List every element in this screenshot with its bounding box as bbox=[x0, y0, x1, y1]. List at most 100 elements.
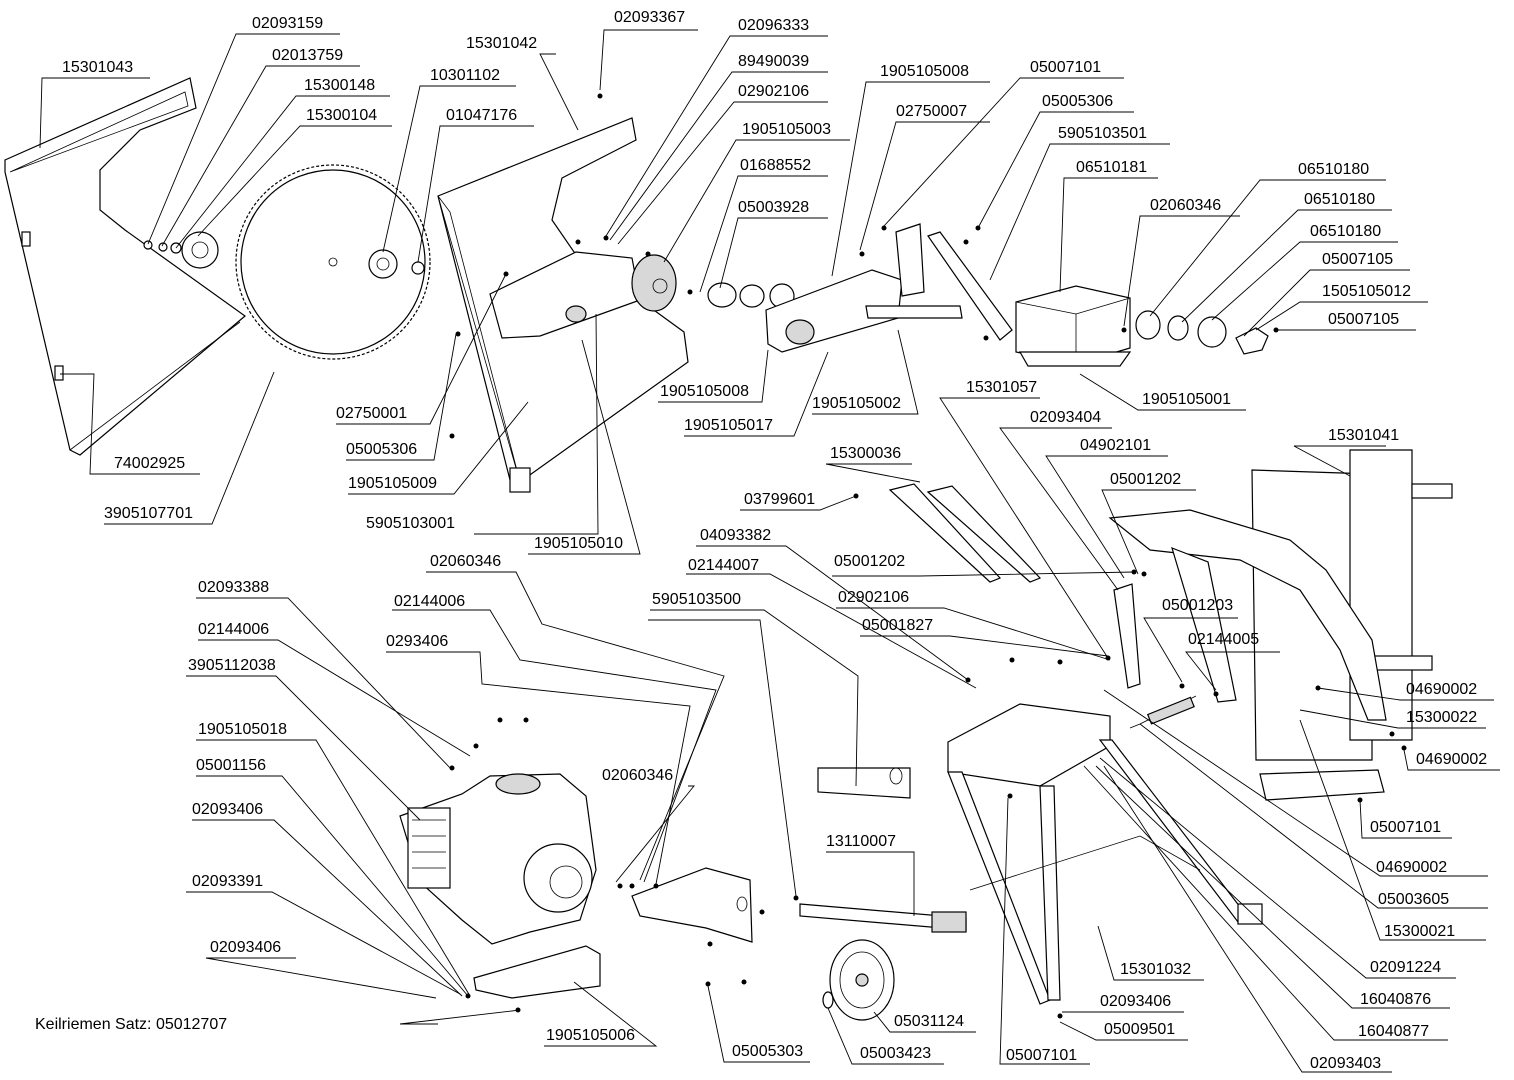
wheel-axle-part bbox=[799, 903, 967, 933]
belt-housing-part bbox=[489, 251, 677, 339]
part-label: 02144005 bbox=[1188, 631, 1259, 648]
part-label: 15301043 bbox=[62, 59, 133, 76]
part-label: 15300104 bbox=[306, 107, 377, 124]
part-label: 89490039 bbox=[738, 53, 809, 70]
part-label: 06510180 bbox=[1310, 223, 1381, 240]
part-label: 13110007 bbox=[826, 833, 896, 850]
part-label: 02902106 bbox=[738, 83, 809, 100]
part-label: 04690002 bbox=[1376, 859, 1447, 876]
part-label: 05001203 bbox=[1162, 597, 1233, 614]
part-label: 5905103001 bbox=[366, 515, 455, 532]
part-label: 02060346 bbox=[1150, 197, 1221, 214]
part-label: 1905105018 bbox=[198, 721, 287, 738]
part-label: 02144007 bbox=[688, 557, 759, 574]
support-arm-part bbox=[927, 231, 1013, 341]
part-label: 06510180 bbox=[1304, 191, 1375, 208]
part-label: 5905103501 bbox=[1058, 125, 1147, 142]
part-label: 05007105 bbox=[1322, 251, 1393, 268]
part-label: 16040876 bbox=[1360, 991, 1431, 1008]
part-label: 1905105006 bbox=[546, 1027, 635, 1044]
part-label: 1505105012 bbox=[1322, 283, 1411, 300]
part-label: 01047176 bbox=[446, 107, 517, 124]
leader-lines bbox=[39, 29, 1500, 1073]
part-label: 1905105001 bbox=[1142, 391, 1231, 408]
part-label: 04690002 bbox=[1416, 751, 1487, 768]
stand-table-part bbox=[947, 703, 1263, 1005]
part-label: 04690002 bbox=[1406, 681, 1477, 698]
arbor-bracket-part bbox=[765, 223, 963, 353]
part-label: 04093382 bbox=[700, 527, 771, 544]
bearing-group-part bbox=[707, 282, 795, 309]
engine-part bbox=[399, 773, 597, 945]
part-label: 15300021 bbox=[1384, 923, 1455, 940]
part-label: 1905105009 bbox=[348, 475, 437, 492]
part-label: 02091224 bbox=[1370, 959, 1441, 976]
lever-arm-part bbox=[1108, 509, 1387, 721]
part-label: 02060346 bbox=[602, 767, 673, 784]
part-label: 06510181 bbox=[1076, 159, 1147, 176]
part-label: 02093159 bbox=[252, 15, 323, 32]
part-label: 05005306 bbox=[346, 441, 417, 458]
part-label: 15300148 bbox=[304, 77, 375, 94]
part-label: 5905103500 bbox=[652, 591, 741, 608]
part-label: 3905112038 bbox=[188, 657, 276, 674]
part-label: 05005303 bbox=[732, 1043, 803, 1060]
part-label: 02096333 bbox=[738, 17, 809, 34]
part-label: 02013759 bbox=[272, 47, 343, 64]
part-label: 02093403 bbox=[1310, 1055, 1381, 1072]
motor-mount-bracket-part bbox=[817, 767, 911, 799]
part-label: 02093404 bbox=[1030, 409, 1101, 426]
part-label: 1905105017 bbox=[684, 417, 773, 434]
part-label: 1905105008 bbox=[880, 63, 969, 80]
part-label: 02750007 bbox=[896, 103, 967, 120]
part-label: 05001156 bbox=[196, 757, 266, 774]
bearing-box-part bbox=[1015, 285, 1132, 367]
part-label: 05001202 bbox=[1110, 471, 1181, 488]
part-label: 02750001 bbox=[336, 405, 407, 422]
part-label: 05007101 bbox=[1006, 1047, 1077, 1064]
part-number-labels: 15301043 02093159 02013759 15300148 1530… bbox=[62, 9, 1487, 1072]
part-label: 0293406 bbox=[386, 633, 448, 650]
part-label: 01688552 bbox=[740, 157, 811, 174]
part-label: 02093406 bbox=[1100, 993, 1171, 1010]
part-label: 1905105010 bbox=[534, 535, 623, 552]
part-label: 05031124 bbox=[894, 1013, 964, 1030]
saw-blade-part bbox=[235, 164, 431, 360]
part-label: 02093391 bbox=[192, 873, 263, 890]
part-label: 05007101 bbox=[1370, 819, 1441, 836]
part-label: 05003928 bbox=[738, 199, 809, 216]
part-label: 06510180 bbox=[1298, 161, 1369, 178]
part-label: 05005306 bbox=[1042, 93, 1113, 110]
part-label: 05007105 bbox=[1328, 311, 1399, 328]
part-label: 05001827 bbox=[862, 617, 933, 634]
part-label: 02144006 bbox=[198, 621, 269, 638]
part-label: 16040877 bbox=[1358, 1023, 1429, 1040]
part-label: 03799601 bbox=[744, 491, 815, 508]
part-label: 1905105002 bbox=[812, 395, 901, 412]
bearing-cover-part bbox=[1135, 310, 1269, 355]
part-label: 05003423 bbox=[860, 1045, 931, 1062]
part-label: 1905105003 bbox=[742, 121, 831, 138]
part-label: 15300036 bbox=[830, 445, 901, 462]
part-label: 05009501 bbox=[1104, 1021, 1175, 1038]
part-label: 02144006 bbox=[394, 593, 465, 610]
v-belt-set-note: Keilriemen Satz: 05012707 bbox=[35, 1016, 228, 1033]
part-label: 15301042 bbox=[466, 35, 537, 52]
part-label: 02060346 bbox=[430, 553, 501, 570]
engine-base-plate-part bbox=[473, 945, 601, 999]
riving-knife-part bbox=[888, 483, 1042, 583]
part-label: 3905107701 bbox=[104, 505, 193, 522]
part-label: 15300022 bbox=[1406, 709, 1477, 726]
part-label: 05003605 bbox=[1378, 891, 1449, 908]
part-label: 15301057 bbox=[966, 379, 1037, 396]
part-label: 10301102 bbox=[430, 67, 500, 84]
part-label: 15301041 bbox=[1328, 427, 1399, 444]
tension-spring-part bbox=[1129, 695, 1197, 729]
part-label: 02093406 bbox=[192, 801, 263, 818]
wheel-part bbox=[822, 939, 895, 1021]
motor-bracket-part bbox=[631, 867, 753, 943]
part-label: 02902106 bbox=[838, 589, 909, 606]
part-label: 02093406 bbox=[210, 939, 281, 956]
part-label: 02093388 bbox=[198, 579, 269, 596]
